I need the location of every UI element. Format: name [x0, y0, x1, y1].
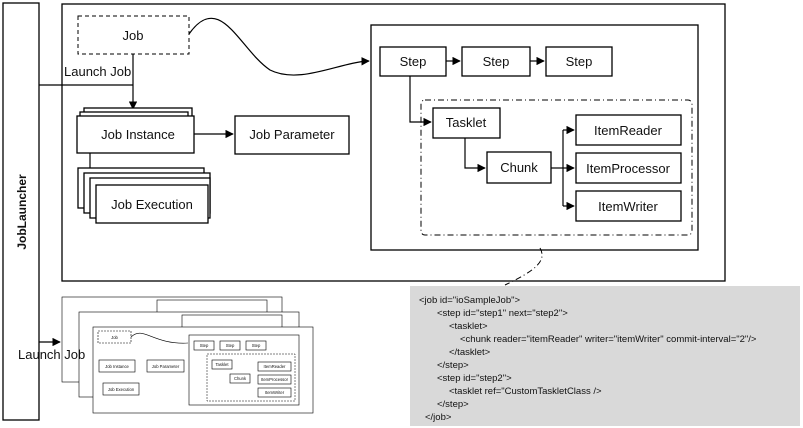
- step-label: Step: [566, 54, 593, 69]
- job-execution-node: Job Execution: [77, 167, 211, 224]
- xml-line: </step>: [437, 399, 469, 410]
- job-parameter-node: Job Parameter: [234, 115, 350, 155]
- thumb-tasklet-label: Tasklet: [215, 362, 229, 367]
- item-processor-node: ItemProcessor: [575, 152, 682, 184]
- launch-job-connector: Launch Job: [39, 54, 138, 110]
- thumb-step-label: Step: [226, 343, 235, 348]
- xml-config-box: <job id="ioSampleJob"> <step id="step1" …: [410, 286, 800, 426]
- xml-line: <tasklet ref="CustomTaskletClass />: [449, 386, 602, 397]
- xml-line: <step id="step1" next="step2">: [437, 308, 568, 319]
- thumb-item-label: ItemReader: [264, 364, 286, 369]
- tasklet-node: Tasklet: [432, 107, 501, 139]
- job-instance-label: Job Instance: [101, 127, 175, 142]
- step-label: Step: [400, 54, 427, 69]
- thumb-item-label: ItemWriter: [265, 390, 285, 395]
- xml-line: </job>: [425, 412, 452, 423]
- xml-line: <chunk reader="itemReader" writer="itemW…: [460, 334, 757, 345]
- launch-job-connector-2: Launch Job: [18, 337, 85, 362]
- tasklet-label: Tasklet: [446, 115, 487, 130]
- thumb-step-label: Step: [252, 343, 261, 348]
- thumb-execution-label: Job Execution: [108, 387, 135, 392]
- job-label: Job: [123, 28, 144, 43]
- job-instance-thumbnails: Job Job Instance Job Parameter Job Execu…: [61, 296, 314, 414]
- thumbnail-front: Job Job Instance Job Parameter Job Execu…: [92, 326, 314, 414]
- job-to-steps-arrow: [188, 17, 370, 76]
- chunk-node: Chunk: [486, 151, 552, 184]
- thumb-instance-label: Job Instance: [105, 364, 129, 369]
- xml-line: <step id="step2">: [437, 373, 512, 384]
- launch-job-label: Launch Job: [18, 347, 85, 362]
- tasklet-to-chunk-arrow: [464, 138, 486, 173]
- xml-line: <job id="ioSampleJob">: [419, 295, 520, 306]
- job-launcher: JobLauncher: [2, 2, 40, 421]
- job-launcher-label: JobLauncher: [15, 174, 29, 250]
- thumb-step-label: Step: [200, 343, 209, 348]
- step-to-tasklet-arrow: [409, 76, 432, 127]
- thumb-item-label: ItemProcessor: [261, 377, 289, 382]
- item-reader-node: ItemReader: [575, 114, 682, 146]
- xml-connector: [504, 247, 543, 286]
- tasklet-frame: [420, 99, 693, 236]
- launch-job-label: Launch Job: [64, 64, 131, 79]
- xml-line: <tasklet>: [449, 321, 488, 332]
- item-label: ItemWriter: [598, 199, 658, 214]
- step-node-2: Step: [461, 46, 531, 77]
- item-writer-node: ItemWriter: [575, 190, 682, 222]
- chunk-label: Chunk: [500, 160, 538, 175]
- step-label: Step: [483, 54, 510, 69]
- job-instance-node: Job Instance: [76, 107, 195, 154]
- xml-line: </tasklet>: [449, 347, 491, 358]
- item-label: ItemProcessor: [586, 161, 670, 176]
- thumb-chunk-label: Chunk: [234, 376, 247, 381]
- job-node: Job: [77, 15, 190, 55]
- item-label: ItemReader: [594, 123, 663, 138]
- job-execution-label: Job Execution: [111, 197, 193, 212]
- step-node-1: Step: [379, 46, 447, 77]
- thumb-parameter-label: Job Parameter: [152, 364, 180, 369]
- thumb-job-label: Job: [111, 335, 118, 340]
- xml-line: </step>: [437, 360, 469, 371]
- job-parameter-label: Job Parameter: [249, 127, 335, 142]
- step-node-3: Step: [545, 46, 613, 77]
